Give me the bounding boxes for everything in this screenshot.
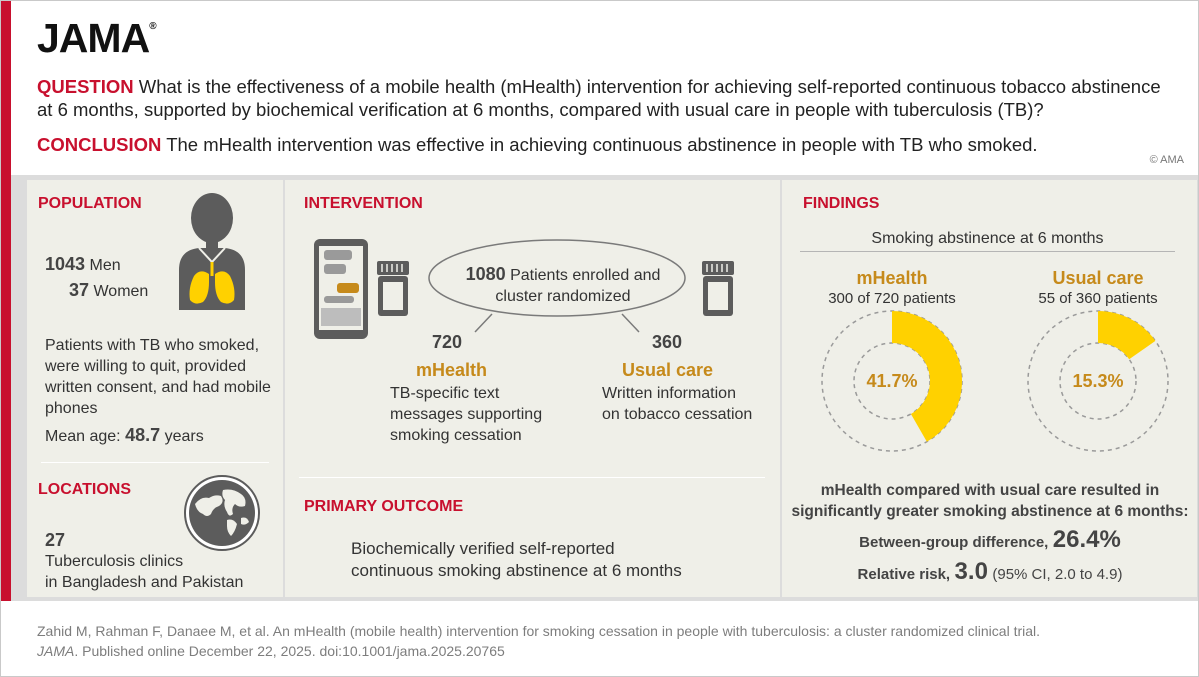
locations-count: 27 (45, 530, 66, 550)
donut-slice-usual-care (1098, 311, 1156, 360)
locations-line2: in Bangladesh and Pakistan (45, 574, 244, 591)
population-panel: POPULATION 1043 Men 37 Women Patients wi… (27, 180, 283, 597)
population-heading: POPULATION (38, 195, 142, 212)
locations-heading: LOCATIONS (38, 481, 132, 498)
donut-slice-mhealth (892, 311, 962, 442)
copyright: © AMA (1149, 154, 1184, 166)
mhealth-count: 720 (432, 332, 463, 352)
person-lungs-icon (179, 193, 245, 310)
conclusion-label: CONCLUSION (37, 134, 162, 155)
men-count: 1043 (45, 254, 86, 274)
citation: Zahid M, Rahman F, Danaee M, et al. An m… (37, 621, 1040, 661)
findings-heading: FINDINGS (803, 195, 880, 212)
mhealth-desc-3: smoking cessation (390, 427, 522, 444)
group-mhealth-detail: 300 of 720 patients (828, 290, 956, 307)
primary-outcome-heading: PRIMARY OUTCOME (304, 498, 464, 515)
enrolled-text: 1080 Patients enrolled and cluster rando… (465, 264, 661, 305)
mean-age: Mean age: 48.7 years (45, 425, 204, 445)
abstinence-donut-charts (821, 310, 1169, 452)
findings-rule (800, 251, 1175, 252)
pill-bottle-icon (702, 261, 734, 316)
usual-care-name: Usual care (622, 360, 714, 380)
relative-risk: Relative risk, 3.0 (95% CI, 2.0 to 4.9) (857, 558, 1123, 585)
question-label: QUESTION (37, 76, 134, 97)
question: QUESTION What is the effectiveness of a … (37, 75, 1167, 121)
findings-summary: mHealth compared with usual care resulte… (791, 482, 1189, 520)
intervention-divider (299, 477, 765, 478)
phone-messages-icon (314, 239, 368, 339)
panels-area: POPULATION 1043 Men 37 Women Patients wi… (11, 175, 1198, 601)
citation-line1: Zahid M, Rahman F, Danaee M, et al. An m… (37, 623, 1041, 639)
primary-outcome-line1: Biochemically verified self-reported (351, 539, 615, 558)
accent-bar (1, 1, 11, 601)
men-label: Men (89, 257, 121, 274)
intervention-panel: INTERVENTION (285, 180, 780, 597)
group-usual-care-detail: 55 of 360 patients (1038, 290, 1158, 307)
mhealth-percent: 41.7% (866, 371, 918, 391)
difference-value: 26.4% (1052, 526, 1121, 553)
mhealth-desc-2: messages supporting (390, 406, 543, 423)
group-usual-care-name: Usual care (1052, 268, 1144, 288)
conclusion-text: The mHealth intervention was effective i… (166, 134, 1038, 155)
pill-bottle-icon (377, 261, 409, 316)
women-count-line: 37 Women (69, 280, 148, 301)
globe-icon (184, 475, 260, 551)
findings-subtitle: Smoking abstinence at 6 months (871, 230, 1104, 247)
usual-care-desc-1: Written information (602, 385, 736, 402)
primary-outcome-line2: continuous smoking abstinence at 6 month… (351, 561, 682, 580)
enrolled-count: 1080 (465, 264, 506, 284)
women-label: Women (93, 283, 149, 300)
population-divider (41, 462, 269, 463)
locations-line1: Tuberculosis clinics (45, 553, 184, 570)
randomization-bubble (428, 239, 686, 333)
women-count: 37 (69, 280, 90, 300)
mhealth-desc-1: TB-specific text (390, 385, 500, 402)
conclusion: CONCLUSION The mHealth intervention was … (37, 133, 1167, 156)
men-count-line: 1043 Men (45, 254, 121, 275)
group-mhealth-name: mHealth (856, 268, 928, 288)
intervention-heading: INTERVENTION (304, 195, 423, 212)
population-description: Patients with TB who smoked, were willin… (45, 337, 271, 417)
mhealth-name: mHealth (416, 360, 488, 380)
findings-panel: FINDINGS Smoking abstinence at 6 months … (782, 180, 1197, 597)
citation-line2: JAMA. Published online December 22, 2025… (37, 643, 505, 659)
usual-care-count: 360 (652, 332, 683, 352)
question-text: What is the effectiveness of a mobile he… (37, 76, 1161, 120)
jama-logo: JAMA® (37, 15, 157, 61)
mean-age-value: 48.7 (125, 425, 161, 445)
relative-risk-value: 3.0 (954, 558, 988, 585)
between-group-difference: Between-group difference, 26.4% (859, 526, 1121, 553)
usual-care-desc-2: on tobacco cessation (602, 406, 753, 423)
usual-care-percent: 15.3% (1072, 371, 1124, 391)
